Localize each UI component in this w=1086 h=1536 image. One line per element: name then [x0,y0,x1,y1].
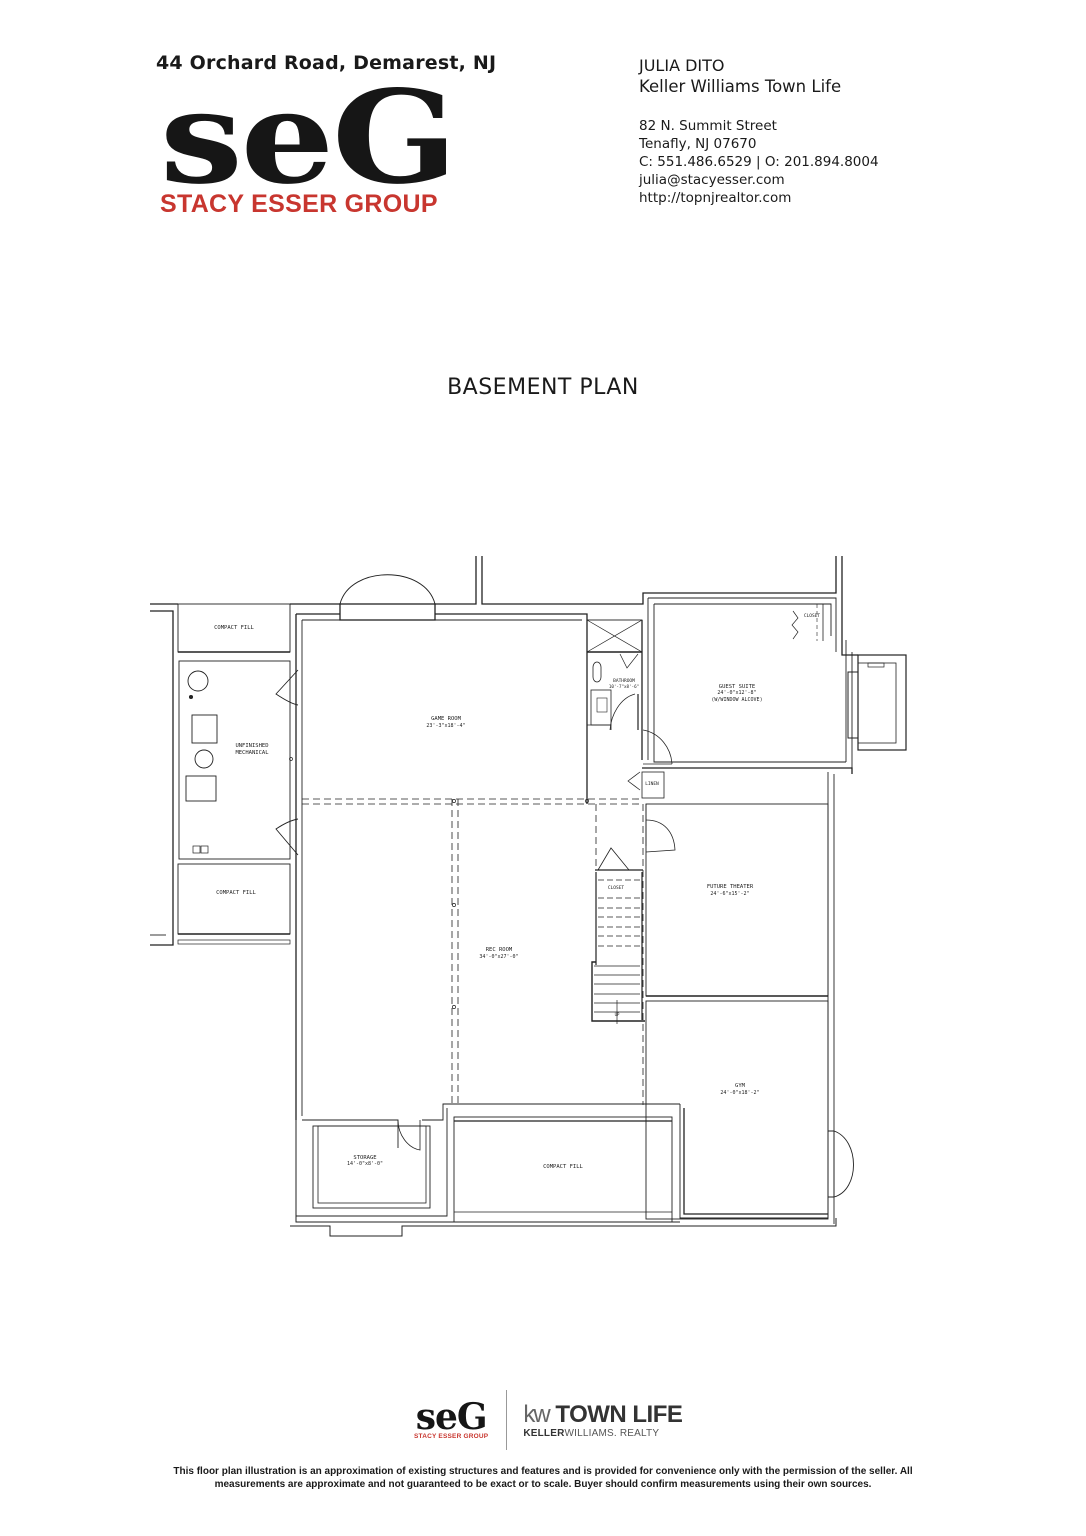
agent-name: JULIA DITO [639,56,725,75]
room-label-rec-room: REC ROOM [486,947,513,953]
agent-website[interactable]: http://topnjrealtor.com [639,190,792,206]
agent-street: 82 N. Summit Street [639,118,777,134]
room-label-mechanical: MECHANICAL [235,750,269,756]
agent-contact-block: JULIA DITO Keller Williams Town Life 82 … [639,55,879,207]
room-label-guest-suite: GUEST SUITE [719,684,755,690]
room-label-storage: STORAGE [353,1155,376,1161]
seg-logo-subtitle: STACY ESSER GROUP [160,190,438,218]
footer-logos: seG STACY ESSER GROUP kw TOWN LIFE KELLE… [414,1390,683,1450]
room-label-compact-fill: COMPACT FILL [216,890,256,896]
room-label-future-theater: FUTURE THEATER [707,884,754,890]
room-dims-rec-room: 34'-0"x27'-0" [479,954,518,960]
seg-logo-mark: seG [160,63,458,213]
agent-email[interactable]: julia@stacyesser.com [639,172,785,188]
room-label-bathroom: BATHROOM [613,678,635,684]
room-dims-guest-suite: 24'-0"x12'-8" [717,690,756,696]
room-label-closet: CLOSET [608,885,625,891]
room-label-game-room: GAME ROOM [431,716,461,722]
room-dims-storage: 14'-0"x8'-0" [347,1161,383,1167]
footer-seg-logo: seG STACY ESSER GROUP [414,1395,489,1440]
stair-up-label: UP [615,1012,620,1017]
agent-phones: C: 551.486.6529 | O: 201.894.8004 [639,154,879,170]
room-label-compact-fill: COMPACT FILL [214,625,254,631]
disclaimer: This floor plan illustration is an appro… [173,1466,913,1490]
room-dims-future-theater: 24'-6"x15'-2" [710,891,749,897]
room-label-linen: LINEN [645,781,659,787]
seg-logo: seG STACY ESSER GROUP [160,74,480,219]
property-address: 44 Orchard Road, Demarest, NJ [156,52,497,74]
room-label-unfinished: UNFINISHED [235,743,268,749]
room-dims-gym: 24'-0"x18'-2" [720,1090,759,1096]
agent-city: Tenafly, NJ 07670 [639,136,757,152]
room-dims-game-room: 23'-3"x18'-4" [426,723,465,729]
room-label-compact-fill: COMPACT FILL [543,1164,583,1170]
room-label-closet: CLOSET [804,613,821,619]
footer-logo-divider [506,1390,508,1450]
footer-kw-logo: kw TOWN LIFE KELLERWILLIAMS. REALTY [523,1400,683,1439]
agent-brokerage: Keller Williams Town Life [639,77,842,96]
room-dims-bathroom: 10'-7"x8'-6" [609,684,639,689]
room-note-guest-suite: (W/WINDOW ALCOVE) [711,697,762,703]
plan-title: BASEMENT PLAN [447,375,639,400]
room-label-gym: GYM [735,1083,746,1089]
